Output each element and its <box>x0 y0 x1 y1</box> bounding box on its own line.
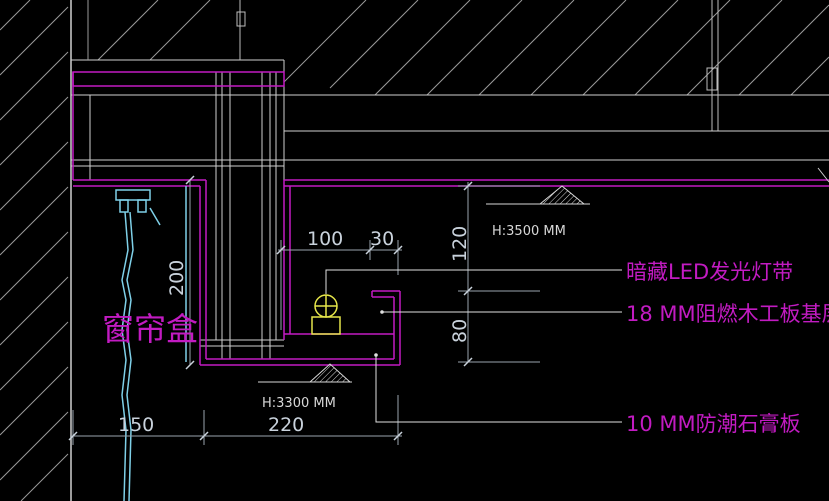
curtain-track <box>115 186 187 501</box>
dim-220: 220 <box>268 414 304 436</box>
dimension-lines <box>70 180 540 445</box>
dim-100: 100 <box>307 228 343 250</box>
dim-120: 120 <box>449 226 471 262</box>
elevation-label-upper: H:3500 MM <box>492 224 566 239</box>
upper-framing <box>71 94 829 180</box>
elevation-marker-lower <box>258 363 352 383</box>
label-gypsum: 10 MM防潮石膏板 <box>626 412 801 436</box>
hanger-rods <box>236 0 719 131</box>
dim-150: 150 <box>118 414 154 436</box>
slab-hatch <box>97 0 829 96</box>
elevation-marker-upper <box>486 185 590 205</box>
led-fixture <box>311 294 341 335</box>
leader-lines <box>325 269 622 423</box>
dimension-ticks <box>68 175 473 441</box>
dim-30: 30 <box>370 228 394 250</box>
gypsum-outline <box>72 71 829 366</box>
leader-dot-wood <box>380 310 384 314</box>
label-led-strip: 暗藏LED发光灯带 <box>626 260 793 284</box>
leader-dot-gypsum <box>374 353 378 357</box>
elevation-label-lower: H:3300 MM <box>262 396 336 411</box>
dim-80: 80 <box>449 319 471 343</box>
wall-hatch <box>0 0 69 501</box>
edge-mark <box>817 167 829 183</box>
label-curtain-box: 窗帘盒 <box>102 310 198 348</box>
vertical-framing <box>200 71 284 360</box>
dim-200: 200 <box>166 260 188 296</box>
label-wood-base: 18 MM阻燃木工板基层 <box>626 302 829 326</box>
